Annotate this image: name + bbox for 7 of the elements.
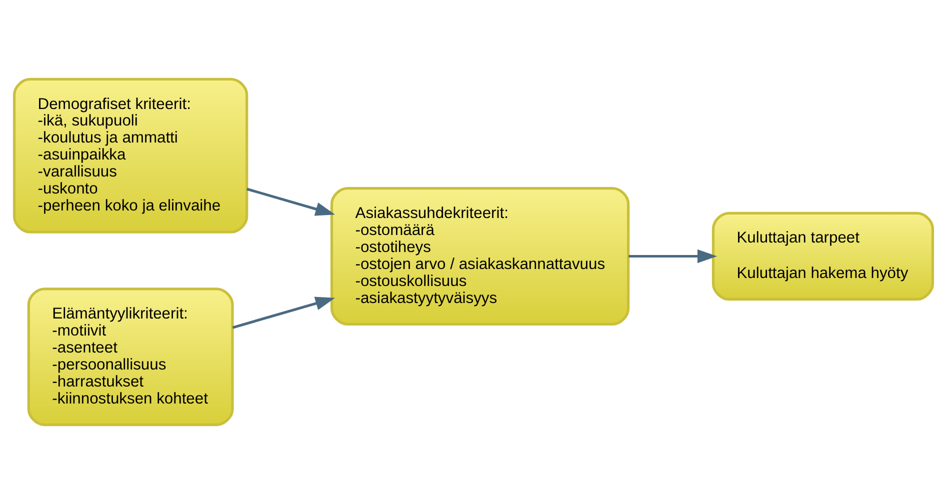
node-box: Kuluttajan tarpeet Kuluttajan hakema hyöty xyxy=(712,211,934,300)
node-box: Asiakassuhdekriteerit: -ostomäärä -ostotiheys -ostojen arvo / asiakaskannattavuus -ostouskollisuus -asiakastyytyväisyys xyxy=(330,186,630,325)
node-box: Demografiset kriteerit: -ikä, sukupuoli -koulutus ja ammatti -asuinpaikka -varallisuus -uskonto -perheen koko ja elinvaihe xyxy=(12,77,248,233)
arrow xyxy=(246,187,336,216)
node-box: Elämäntyylikriteerit: -motiivit -asenteet -persoonallisuus -harrastukset -kiinnostuksen kohteet xyxy=(27,287,234,426)
arrow xyxy=(232,296,336,328)
arrow xyxy=(628,248,718,263)
